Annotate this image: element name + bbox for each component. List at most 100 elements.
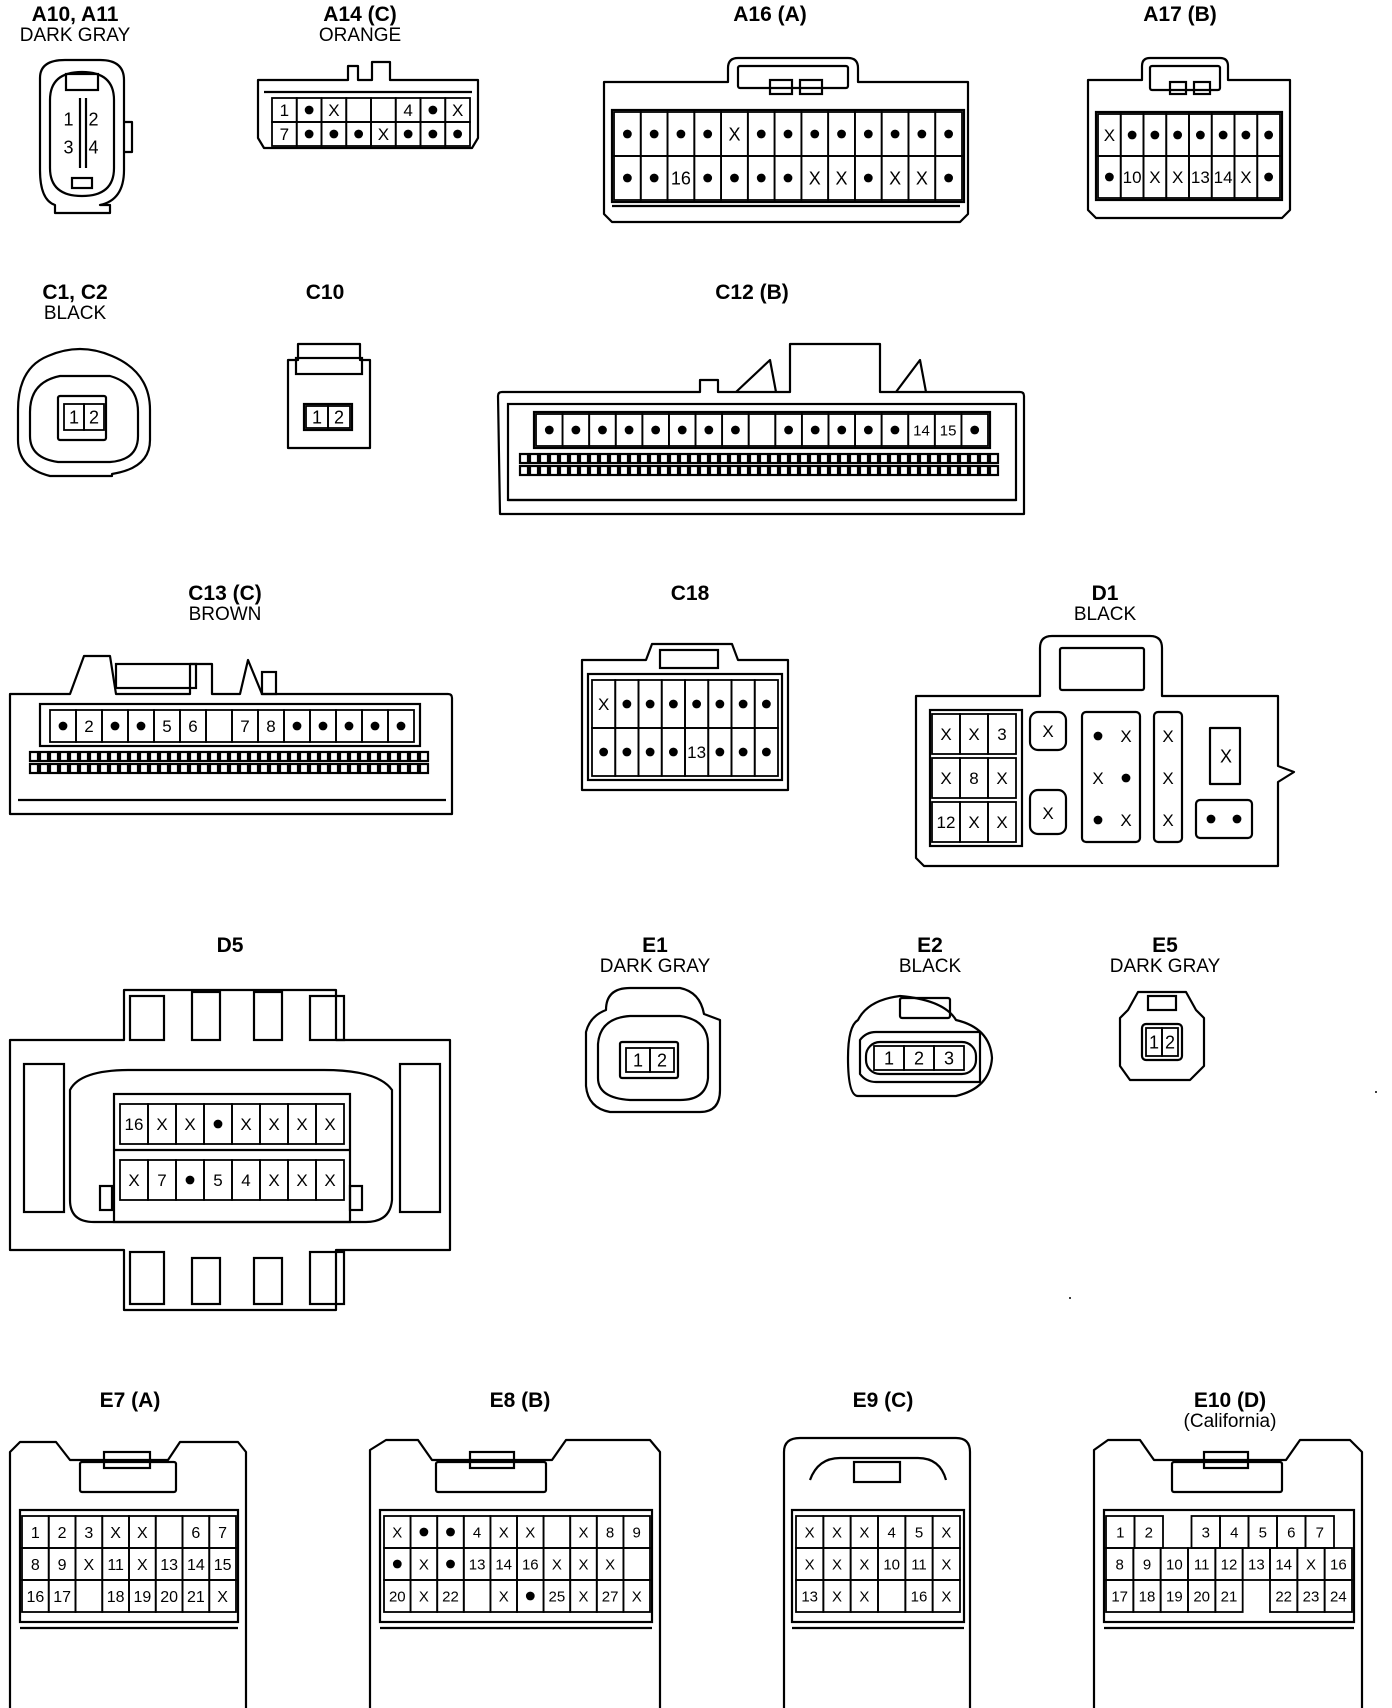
pin-a17-2-5: 13 [1188, 155, 1213, 199]
pin-a14-1-3: X [320, 97, 348, 123]
pin-a16-2-5 [720, 155, 749, 201]
terminal-slot [708, 464, 720, 477]
terminal-slot [908, 464, 920, 477]
terminal-slot [198, 750, 210, 763]
pin-a17-1-7 [1233, 113, 1259, 157]
pin-d1-8-2: X [1162, 769, 1173, 788]
pin-dot [738, 747, 748, 757]
pin-label: 10 [883, 1556, 900, 1573]
pin-a14-2-8 [444, 121, 471, 147]
pin-label: X [1162, 769, 1173, 788]
housing-outline [368, 1438, 662, 1708]
pin-cell [444, 121, 471, 147]
pin-a16-1-1 [613, 111, 642, 157]
pin-dot [703, 129, 713, 139]
terminal-slot [548, 452, 560, 465]
caption-c18: C18 [670, 582, 710, 605]
housing-outline [602, 56, 970, 224]
pin-e7-3-4: 18 [101, 1579, 130, 1613]
terminal-slot [728, 464, 740, 477]
pin-label: 13 [1191, 168, 1210, 187]
pin-label: 7 [1316, 1524, 1324, 1541]
pin-label: X [324, 1171, 335, 1190]
pin-d1-2-1: X [931, 757, 961, 799]
pin-e8-1-5: X [489, 1515, 518, 1549]
pin-a16-2-13 [934, 155, 963, 201]
pin-a16-2-10 [854, 155, 883, 201]
pin-dot [677, 425, 687, 435]
housing-outline [496, 342, 1026, 516]
housing-outline [128, 994, 166, 1042]
pin-c18-1-3 [637, 679, 663, 729]
pin-label: 24 [1330, 1588, 1347, 1605]
pin-e9-1-5: 5 [904, 1515, 934, 1549]
pin-a16-1-11 [880, 111, 910, 157]
pin-label: X [859, 1524, 869, 1541]
terminal-slot [558, 452, 570, 465]
pin-d1-9-1: X [1220, 746, 1232, 766]
pin-c12-1-6 [668, 413, 697, 447]
pin-label: X [809, 168, 821, 188]
terminal-slot [338, 750, 350, 763]
pin-a16-2-3: 16 [666, 155, 696, 201]
pin-dot [784, 425, 793, 435]
pin-label: X [525, 1524, 535, 1541]
pin-label: X [296, 1171, 307, 1190]
pin-e7-2-6: 13 [154, 1547, 184, 1581]
pin-d5-2-8: X [315, 1159, 345, 1201]
pin-d5-2-5: 4 [231, 1159, 261, 1201]
pin-e10-3-2: 18 [1132, 1579, 1162, 1613]
terminal-slot [328, 762, 340, 775]
pin-a16-1-5: X [720, 111, 749, 157]
latch [260, 670, 278, 696]
pin-dot [1195, 130, 1205, 140]
pin-c18-2-1 [591, 727, 617, 777]
terminal-slot [778, 464, 790, 477]
pin-d5-2-4: 5 [203, 1159, 233, 1201]
pin-c12-1-15: 14 [907, 413, 936, 447]
pin-d1-5-1 [1093, 731, 1103, 741]
housing-outline [1094, 110, 1284, 202]
housing-outline [294, 356, 364, 376]
pin-e8-2-8: X [569, 1547, 598, 1581]
pin-label: X [832, 1556, 842, 1573]
caption-e9: E9 (C) [852, 1389, 914, 1412]
terminal-slot [568, 464, 580, 477]
terminal-slot [318, 750, 330, 763]
pin-c13-1-4 [127, 709, 155, 743]
housing-outline [1080, 710, 1142, 844]
pin-a16-2-11: X [880, 155, 910, 201]
terminal-slot [288, 762, 300, 775]
pin-label: X [941, 1524, 951, 1541]
pin-d5-1-5: X [231, 1103, 261, 1145]
pin-cell [753, 727, 779, 777]
pin-e8-2-10 [622, 1547, 651, 1581]
pin-label: 2 [1165, 1032, 1175, 1052]
pin-d5-1-1: 16 [119, 1103, 149, 1145]
pin-a17-1-6 [1210, 113, 1236, 157]
terminal-slot [38, 750, 50, 763]
pin-dot [756, 173, 766, 183]
housing-outline [124, 120, 134, 154]
pin-a17-2-1 [1097, 155, 1122, 199]
pin-e1-1-1: 1 [625, 1047, 651, 1073]
pin-label: 5 [162, 717, 171, 736]
pin-label: X [968, 813, 979, 832]
pin-e9-1-3: X [849, 1515, 879, 1549]
pin-label: 3 [63, 137, 73, 157]
terminal-slot [528, 452, 540, 465]
housing-outline [618, 1040, 680, 1080]
pin-label: 16 [911, 1588, 928, 1605]
pin-a10-2-2: 4 [88, 137, 98, 157]
pin-dot [645, 747, 655, 757]
pin-e9-3-2: X [822, 1579, 852, 1613]
caption-e8: E8 (B) [489, 1389, 551, 1412]
pin-label: 10 [1123, 168, 1142, 187]
pin-dot [783, 129, 793, 139]
terminal-slot [958, 452, 970, 465]
pin-e9-2-3: X [849, 1547, 879, 1581]
pin-label: X [832, 1524, 842, 1541]
pin-label: 17 [53, 1589, 71, 1606]
